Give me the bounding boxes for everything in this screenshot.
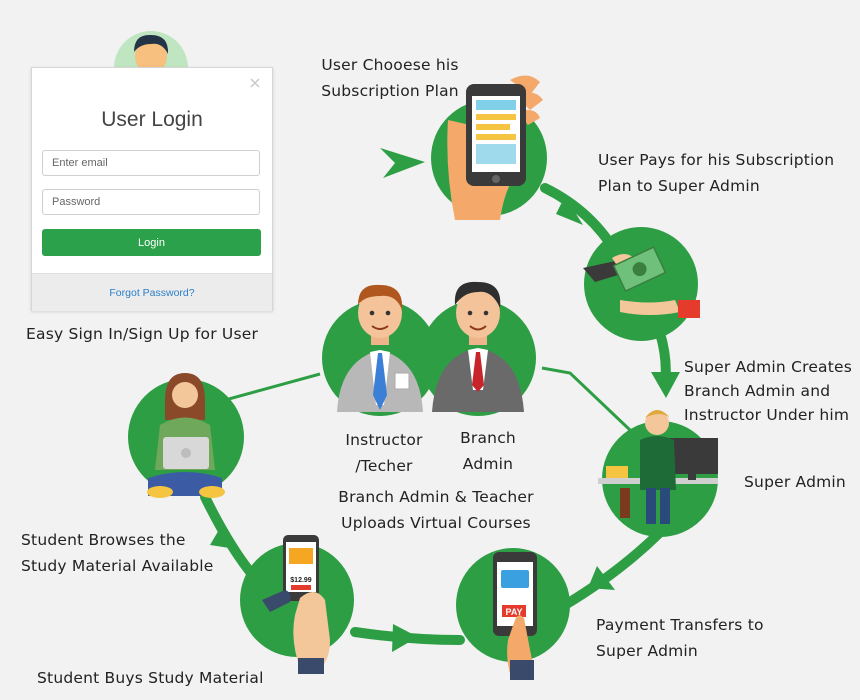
student-circle (128, 373, 244, 498)
label-line: /Techer (355, 457, 413, 475)
label-line: Subscription Plan (321, 82, 459, 100)
label-line: Payment Transfers to (596, 616, 764, 634)
buys-circle: $12.99 (240, 535, 354, 674)
login-title: User Login (101, 108, 203, 131)
password-field[interactable] (42, 189, 260, 215)
label-line: User Chooese his (321, 56, 459, 74)
super-admin-circle (598, 410, 718, 537)
label-instructor: Instructor /Techer (334, 427, 434, 479)
label-line: Uploads Virtual Courses (341, 514, 531, 532)
label-line: Plan to Super Admin (598, 177, 760, 195)
login-footer: Forgot Password? (32, 273, 272, 311)
email-field[interactable] (42, 150, 260, 176)
price-text: $12.99 (290, 577, 312, 584)
pay-circle: PAY (456, 548, 570, 680)
label-line: Branch (460, 429, 516, 447)
label-uploads: Branch Admin & Teacher Uploads Virtual C… (320, 484, 552, 536)
label-super-admin: Super Admin (744, 473, 846, 491)
payment-circle (583, 227, 700, 341)
arrowheads (210, 148, 680, 652)
arrowhead-to-payment (588, 566, 615, 590)
label-payment-transfers: Payment Transfers to Super Admin (596, 612, 764, 664)
pay-text: PAY (505, 607, 522, 617)
instructor-circle (322, 284, 438, 416)
label-browses: Student Browses the Study Material Avail… (21, 527, 214, 579)
label-line: Super Admin Creates (684, 358, 853, 376)
label-creates: Super Admin Creates Branch Admin and Ins… (684, 355, 852, 427)
label-buys: Student Buys Study Material (37, 669, 264, 687)
forgot-password-link[interactable]: Forgot Password? (109, 287, 195, 299)
label-line: Branch Admin and (684, 382, 831, 400)
branch-admin-circle (420, 281, 536, 416)
label-line: Admin (462, 455, 514, 473)
label-branch-admin: Branch Admin (438, 425, 538, 477)
login-card: User Login Login Forgot Password? (31, 67, 273, 311)
label-line: Branch Admin & Teacher (338, 488, 534, 506)
label-line: Instructor (345, 431, 423, 449)
label-line: Student Browses the (21, 531, 186, 549)
label-easy-signin: Easy Sign In/Sign Up for User (26, 325, 259, 343)
arrowhead-to-pay (556, 196, 583, 225)
label-pays: User Pays for his Subscription Plan to S… (598, 147, 834, 199)
arrowhead-to-admin (651, 372, 680, 398)
arrowhead-to-phone (380, 148, 425, 178)
close-icon[interactable] (250, 78, 260, 88)
subscription-circle (431, 75, 547, 220)
arrowhead-to-buys (392, 624, 418, 652)
label-line: Instructor Under him (684, 406, 850, 424)
label-subscription-plan: User Chooese his Subscription Plan (310, 52, 470, 104)
label-line: Super Admin (596, 642, 698, 660)
arrowhead-to-browse (210, 523, 236, 549)
label-line: Study Material Available (21, 557, 214, 575)
login-button[interactable]: Login (42, 229, 261, 256)
label-line: User Pays for his Subscription (598, 151, 835, 169)
